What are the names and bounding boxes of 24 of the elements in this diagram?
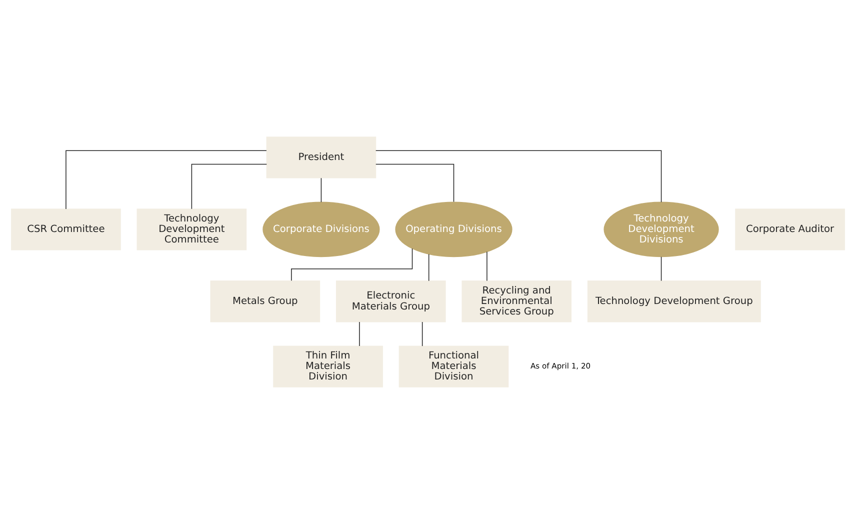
node-ellipse: Operating Divisions	[395, 202, 512, 258]
node-box: Recycling and Environmental Services Group	[462, 280, 572, 322]
node-box: President	[266, 136, 376, 178]
node-ellipse: Corporate Divisions	[262, 202, 380, 258]
connector	[191, 164, 268, 210]
connector	[422, 322, 423, 346]
connector	[376, 164, 454, 202]
node-box: Corporate Auditor	[735, 208, 845, 250]
connector	[660, 256, 662, 282]
label: As of April 1, 20	[530, 361, 591, 370]
node-box: Metals Group	[210, 280, 320, 322]
node-box: Technology Development Group	[587, 280, 761, 322]
connector	[428, 254, 430, 282]
node-box: Functional Materials Division	[398, 346, 509, 388]
connector	[375, 150, 662, 202]
node-box: Technology Development Committee	[136, 208, 247, 250]
connector	[320, 178, 322, 202]
node-box: CSR Committee	[11, 208, 121, 250]
node-box: Electronic Materials Group	[336, 280, 446, 322]
node-ellipse: Technology Development Divisions	[604, 202, 719, 258]
connector	[359, 322, 360, 346]
connector	[486, 251, 488, 282]
connector	[66, 150, 267, 210]
node-box: Thin Film Materials Division	[273, 346, 383, 388]
